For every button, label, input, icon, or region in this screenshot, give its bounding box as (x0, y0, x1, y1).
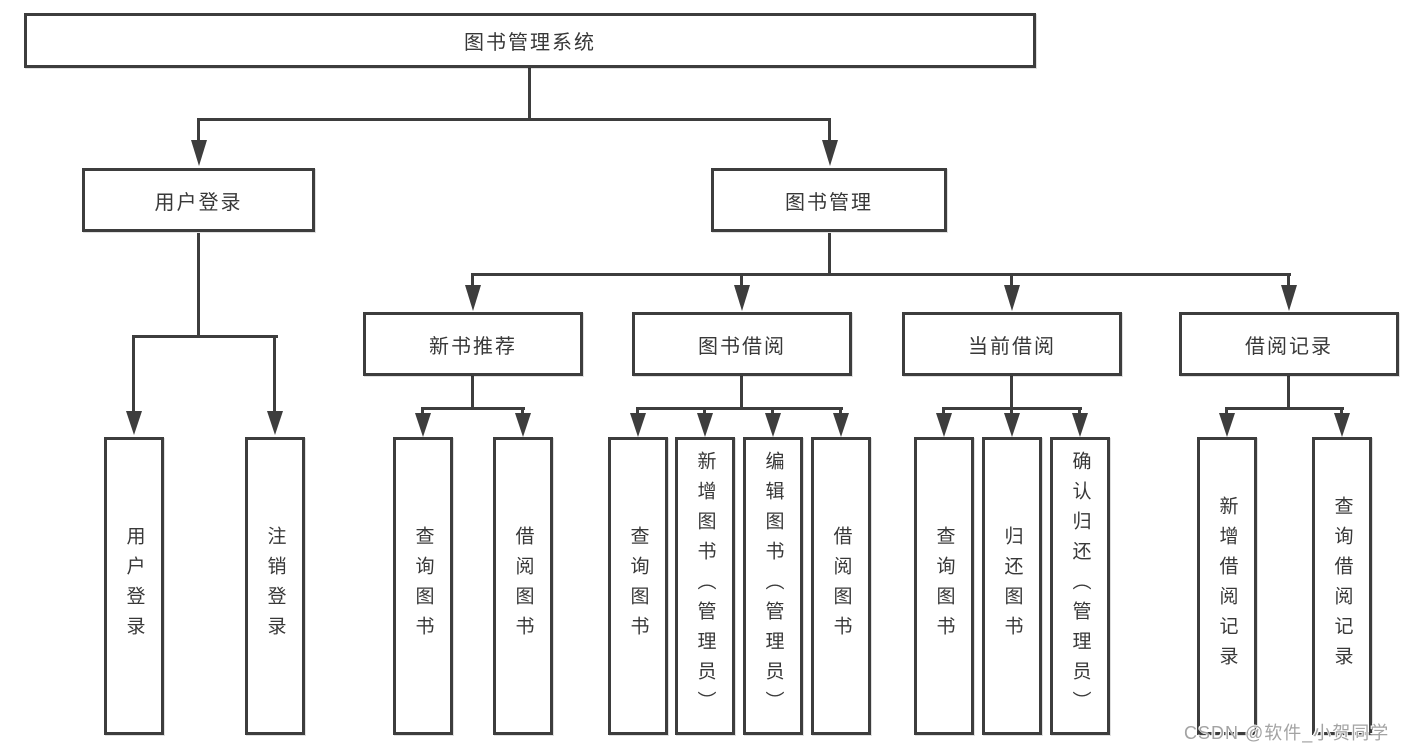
arrowhead-icon (1280, 285, 1297, 311)
node-label: 新增借阅记录 (1216, 496, 1238, 676)
leaf-confirm-return-admin: 确认归还（管理员） (1050, 437, 1110, 735)
connector-line (1010, 407, 1013, 413)
connector-line (740, 376, 743, 407)
arrowhead-icon (832, 413, 849, 437)
connector-line (528, 68, 531, 118)
arrowhead-icon (1003, 285, 1020, 311)
connector-line (1078, 407, 1081, 413)
connector-line (828, 233, 831, 273)
arrowhead-icon (266, 411, 283, 435)
node-label: 用户登录 (154, 191, 243, 214)
connector-line (421, 407, 525, 410)
node-label: 确认归还（管理员） (1069, 451, 1091, 721)
connector-line (828, 118, 831, 140)
leaf-borrow-books: 借阅图书 (811, 437, 871, 735)
arrowhead-icon (1333, 413, 1350, 437)
arrowhead-icon (414, 413, 431, 437)
node-library-management-system: 图书管理系统 (24, 13, 1036, 68)
node-label: 当前借阅 (968, 335, 1056, 358)
node-label: 用户登录 (123, 526, 145, 646)
connector-line (197, 118, 200, 140)
node-label: 借阅图书 (512, 526, 534, 646)
connector-line (1225, 407, 1344, 410)
arrowhead-icon (514, 413, 531, 437)
leaf-user-login: 用户登录 (104, 437, 164, 735)
connector-line (1340, 407, 1343, 413)
leaf-edit-books-admin: 编辑图书（管理员） (743, 437, 803, 735)
arrowhead-icon (733, 285, 750, 311)
connector-line (1225, 407, 1228, 413)
node-label: 新书推荐 (429, 335, 517, 358)
arrowhead-icon (464, 285, 481, 311)
connector-line (197, 233, 200, 335)
node-label: 图书管理系统 (464, 32, 596, 54)
node-label: 查询图书 (627, 526, 649, 646)
connector-line (740, 273, 743, 285)
node-label: 图书借阅 (698, 335, 786, 358)
node-label: 编辑图书（管理员） (762, 451, 784, 721)
connector-line (839, 407, 842, 413)
node-label: 借阅图书 (830, 526, 852, 646)
leaf-add-borrow-record: 新增借阅记录 (1197, 437, 1257, 735)
arrowhead-icon (190, 140, 207, 166)
arrowhead-icon (629, 413, 646, 437)
connector-line (273, 335, 276, 411)
connector-line (471, 376, 474, 407)
arrowhead-icon (1218, 413, 1235, 437)
leaf-query-books: 查询图书 (914, 437, 974, 735)
csdn-watermark: CSDN @软件_小贺同学 (1184, 723, 1390, 743)
arrowhead-icon (764, 413, 781, 437)
arrowhead-icon (1071, 413, 1088, 437)
leaf-logout: 注销登录 (245, 437, 305, 735)
node-label: 新增图书（管理员） (694, 451, 716, 721)
connector-line (132, 335, 135, 411)
node-label: 查询图书 (412, 526, 434, 646)
connector-line (132, 335, 278, 338)
connector-line (421, 407, 424, 413)
leaf-query-books: 查询图书 (393, 437, 453, 735)
arrowhead-icon (125, 411, 142, 435)
node-user-login: 用户登录 (82, 168, 315, 232)
connector-line (471, 273, 474, 285)
node-book-borrowing: 图书借阅 (632, 312, 852, 376)
connector-line (703, 407, 706, 413)
leaf-query-books: 查询图书 (608, 437, 668, 735)
node-label: 查询借阅记录 (1331, 496, 1353, 676)
node-current-borrowing: 当前借阅 (902, 312, 1122, 376)
leaf-borrow-books: 借阅图书 (493, 437, 553, 735)
connector-line (1010, 376, 1013, 407)
arrowhead-icon (696, 413, 713, 437)
node-book-management: 图书管理 (711, 168, 947, 232)
node-label: 注销登录 (264, 526, 286, 646)
arrowhead-icon (821, 140, 838, 166)
node-borrowing-records: 借阅记录 (1179, 312, 1399, 376)
node-label: 图书管理 (785, 191, 873, 214)
connector-line (942, 407, 945, 413)
connector-line (197, 118, 831, 121)
connector-line (1010, 273, 1013, 285)
connector-line (471, 273, 1291, 276)
connector-line (521, 407, 524, 413)
connector-line (636, 407, 843, 410)
leaf-query-borrow-record: 查询借阅记录 (1312, 437, 1372, 735)
node-new-book-recommendation: 新书推荐 (363, 312, 583, 376)
leaf-return-books: 归还图书 (982, 437, 1042, 735)
connector-line (1287, 273, 1290, 285)
connector-line (1287, 376, 1290, 407)
arrowhead-icon (1003, 413, 1020, 437)
connector-line (771, 407, 774, 413)
node-label: 归还图书 (1001, 526, 1023, 646)
node-label: 借阅记录 (1245, 335, 1333, 358)
leaf-add-books-admin: 新增图书（管理员） (675, 437, 735, 735)
connector-line (636, 407, 639, 413)
arrowhead-icon (935, 413, 952, 437)
node-label: 查询图书 (933, 526, 955, 646)
